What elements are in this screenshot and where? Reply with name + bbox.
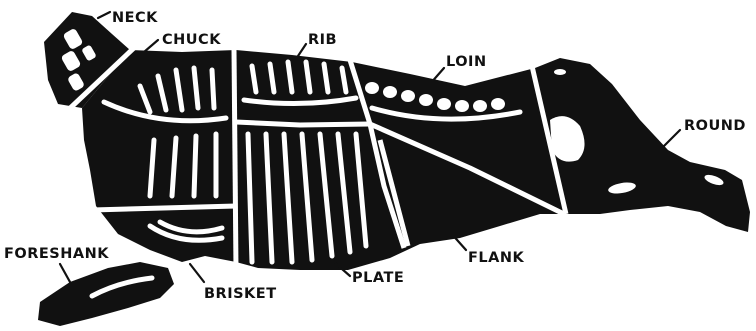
chuck-leader (144, 40, 158, 52)
label-loin: LOIN (446, 54, 487, 70)
label-plate: PLATE (352, 270, 404, 286)
foreshank-leader (60, 264, 70, 282)
chuck-rib-divider (234, 50, 236, 270)
label-rib: RIB (308, 32, 337, 48)
label-chuck: CHUCK (162, 32, 221, 48)
round-leader (664, 130, 680, 146)
foreshank-region (38, 262, 174, 326)
label-round: ROUND (684, 118, 746, 134)
label-foreshank: FORESHANK (4, 246, 109, 262)
brisket-leader (190, 264, 204, 282)
label-brisket: BRISKET (204, 286, 277, 302)
rib-leader (298, 44, 306, 56)
label-flank: FLANK (468, 250, 525, 266)
label-neck: NECK (112, 10, 158, 26)
neck-leader (98, 12, 110, 18)
